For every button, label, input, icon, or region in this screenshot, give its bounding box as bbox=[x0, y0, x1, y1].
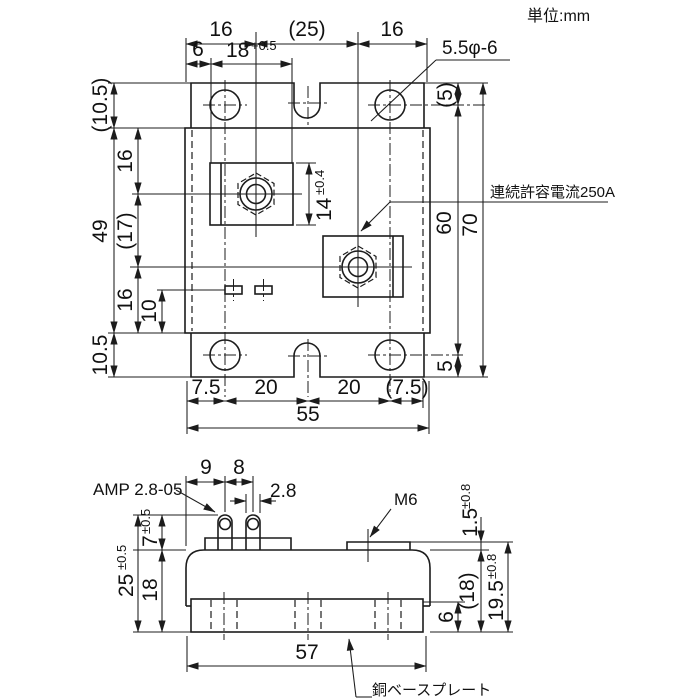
dim-block-height-group: 14 ±0.4 bbox=[312, 170, 336, 221]
terminal-block-1 bbox=[132, 32, 302, 237]
side-view: 9 8 2.8 25 ±0.5 7 ±0.5 18 1.5 ±0.8 (18) … bbox=[93, 456, 513, 699]
screw-spec-label: M6 bbox=[394, 490, 418, 509]
base-plate-label: 銅ベースプレート bbox=[372, 682, 491, 699]
terminal-2-hex-nut bbox=[339, 245, 377, 289]
dim-m6-height-group: 1.5 ±0.8 bbox=[458, 484, 482, 537]
screw-spec-callout: M6 bbox=[369, 490, 418, 538]
module-body-outline bbox=[184, 127, 431, 334]
extension-lines-top-view bbox=[108, 38, 488, 434]
dim-base-width: 57 bbox=[295, 641, 318, 664]
dim-tab-height-tol: ±0.5 bbox=[138, 509, 153, 534]
dim-block-height-tol: ±0.4 bbox=[312, 170, 327, 195]
dim-flange-to-hole: (5) bbox=[434, 82, 457, 108]
faston-tab-1-hole bbox=[218, 517, 232, 531]
dim-t1-to-t2-vertical: (17) bbox=[114, 212, 137, 249]
dim-overall-height-side-tol: ±0.5 bbox=[114, 545, 129, 570]
dim-m6-to-base-tol: ±0.8 bbox=[484, 554, 499, 579]
current-rating-label: 連続許容電流250A bbox=[490, 184, 615, 201]
top-view: 16 (25) 16 6 18 +0.5 (10.5) 49 10.5 16 (… bbox=[89, 18, 615, 434]
tab-pedestal bbox=[204, 537, 292, 550]
tab-spec-callout: AMP 2.8-05 bbox=[93, 480, 216, 513]
dim-flange-bottom-overhang: 10.5 bbox=[89, 335, 112, 376]
dim-edge-to-t1: 16 bbox=[209, 18, 232, 41]
dim-t2-to-body: 16 bbox=[114, 288, 137, 311]
dim-block-width: 18 bbox=[226, 39, 249, 62]
faston-tab-2 bbox=[245, 514, 261, 550]
dim-tab-height: 7 bbox=[139, 535, 162, 547]
dim-overall-height: 70 bbox=[459, 213, 482, 236]
dim-overall-width: 55 bbox=[296, 403, 319, 426]
dim-body-to-t1: 16 bbox=[114, 149, 137, 172]
unit-note: 単位:mm bbox=[527, 7, 590, 25]
current-rating-callout: 連続許容電流250A bbox=[360, 184, 615, 232]
dimension-lines-side-view bbox=[134, 478, 512, 670]
dim-center-to-hole: 20 bbox=[337, 376, 360, 399]
dim-t1-to-t2: (25) bbox=[288, 18, 325, 41]
faston-tab-2-hole bbox=[246, 517, 260, 531]
dim-hole-to-center: 20 bbox=[254, 376, 277, 399]
dim-m6-height-tol: ±0.8 bbox=[458, 484, 473, 509]
dim-tab-width: 2.8 bbox=[270, 481, 296, 502]
dim-hole-to-flange: 5 bbox=[434, 360, 457, 372]
dim-body-to-base: (18) bbox=[456, 572, 479, 609]
dim-block-height: 14 bbox=[313, 197, 336, 221]
dim-ctrl-to-body: 10 bbox=[138, 299, 161, 322]
dim-m6-height: 1.5 bbox=[459, 508, 482, 537]
dim-overall-height-side-group: 25 ±0.5 bbox=[114, 545, 138, 597]
mounting-holes bbox=[203, 80, 488, 397]
module-outline-top-view bbox=[184, 82, 431, 378]
copper-base-plate bbox=[190, 598, 424, 633]
top-flange-outline bbox=[190, 82, 425, 128]
tab-spec-label: AMP 2.8-05 bbox=[93, 480, 182, 499]
dim-edge-to-hole: 7.5 bbox=[191, 376, 220, 399]
dim-hole-to-edge: (7.5) bbox=[385, 376, 428, 399]
dim-edge-to-tab1: 9 bbox=[200, 456, 212, 479]
dim-tab-pitch: 8 bbox=[233, 456, 245, 479]
dim-t2-to-edge: 16 bbox=[380, 18, 403, 41]
terminal-block-2 bbox=[130, 32, 412, 307]
base-plate-callout: 銅ベースプレート bbox=[346, 638, 491, 699]
dim-flange-top-overhang: (10.5) bbox=[89, 78, 112, 133]
dim-tab-height-group: 7 ±0.5 bbox=[138, 509, 162, 547]
faston-tab-1 bbox=[217, 514, 233, 550]
dim-m6-to-base-group: 19.5 ±0.8 bbox=[484, 554, 508, 621]
dimension-lines-top-view bbox=[110, 40, 487, 432]
dim-base-thickness: 6 bbox=[435, 611, 458, 623]
hole-spec-callout: 5.5φ-6 bbox=[370, 38, 510, 122]
body-outline-side bbox=[185, 549, 431, 606]
dim-body-height: 49 bbox=[89, 219, 112, 242]
m6-terminal-block bbox=[346, 541, 411, 550]
dim-overall-height-side: 25 bbox=[115, 574, 138, 597]
dim-hole-to-hole: 60 bbox=[433, 211, 456, 234]
base-plate-hidden-holes bbox=[210, 592, 402, 640]
module-outline-side-view bbox=[185, 514, 431, 633]
dim-block-width-tol: +0.5 bbox=[251, 38, 277, 53]
control-terminal-tabs bbox=[157, 279, 273, 301]
dim-m6-to-base: 19.5 bbox=[485, 580, 508, 621]
dim-edge-to-block: 6 bbox=[192, 38, 204, 61]
dim-body-height-side: 18 bbox=[139, 578, 162, 601]
hole-spec-label: 5.5φ-6 bbox=[442, 38, 498, 59]
terminal-1-hex-nut bbox=[237, 172, 275, 216]
